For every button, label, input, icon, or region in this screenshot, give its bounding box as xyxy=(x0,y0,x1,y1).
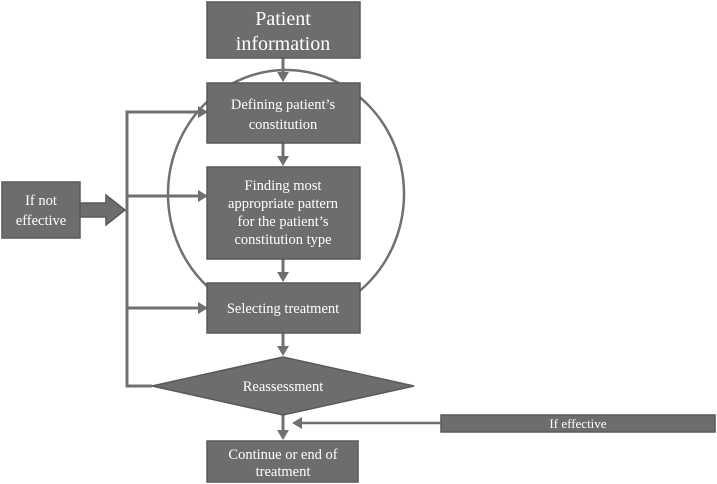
patient-information-box xyxy=(206,1,361,59)
continue-or-end-line1: Continue or end of xyxy=(228,447,337,463)
defining-constitution-box xyxy=(206,82,361,144)
finding-pattern-line1: Finding most xyxy=(245,178,322,194)
continue-or-end-box xyxy=(206,440,359,483)
arrowhead-loop-to-selecting xyxy=(198,302,208,314)
if-not-effective-block-arrow xyxy=(79,193,127,227)
arrowhead-reassessment-to-continue xyxy=(277,430,289,440)
feedback-loop-line xyxy=(125,110,200,388)
reassessment-label: Reassessment xyxy=(243,379,324,395)
finding-pattern-line4: constitution type xyxy=(234,232,331,248)
if-not-effective-label-line2: effective xyxy=(16,213,66,229)
continue-or-end-line2: treatment xyxy=(256,464,311,480)
finding-pattern-line3: for the patient’s xyxy=(237,214,328,230)
arrowhead-defining-to-finding xyxy=(277,156,289,166)
arrowhead-finding-to-selecting xyxy=(277,272,289,282)
finding-pattern-box xyxy=(206,166,361,260)
arrowhead-loop-to-finding xyxy=(198,190,208,202)
patient-information-line1: Patient xyxy=(255,8,311,30)
reassessment-diamond xyxy=(151,356,415,416)
if-effective-label: If effective xyxy=(549,416,606,431)
if-not-effective-label-line1: If not xyxy=(25,193,57,209)
arrowhead-selecting-to-reassessment xyxy=(277,346,289,356)
selecting-treatment-label: Selecting treatment xyxy=(227,301,339,317)
patient-information-line2: information xyxy=(236,33,330,55)
arrowhead-info-to-defining xyxy=(277,72,289,82)
defining-constitution-line1: Defining patient’s xyxy=(231,97,336,113)
arrowhead-if-effective xyxy=(292,417,302,429)
finding-pattern-line2: appropriate pattern xyxy=(228,196,339,212)
if-not-effective-box xyxy=(1,181,81,239)
defining-constitution-line2: constitution xyxy=(249,117,318,133)
selecting-treatment-box xyxy=(206,282,361,334)
